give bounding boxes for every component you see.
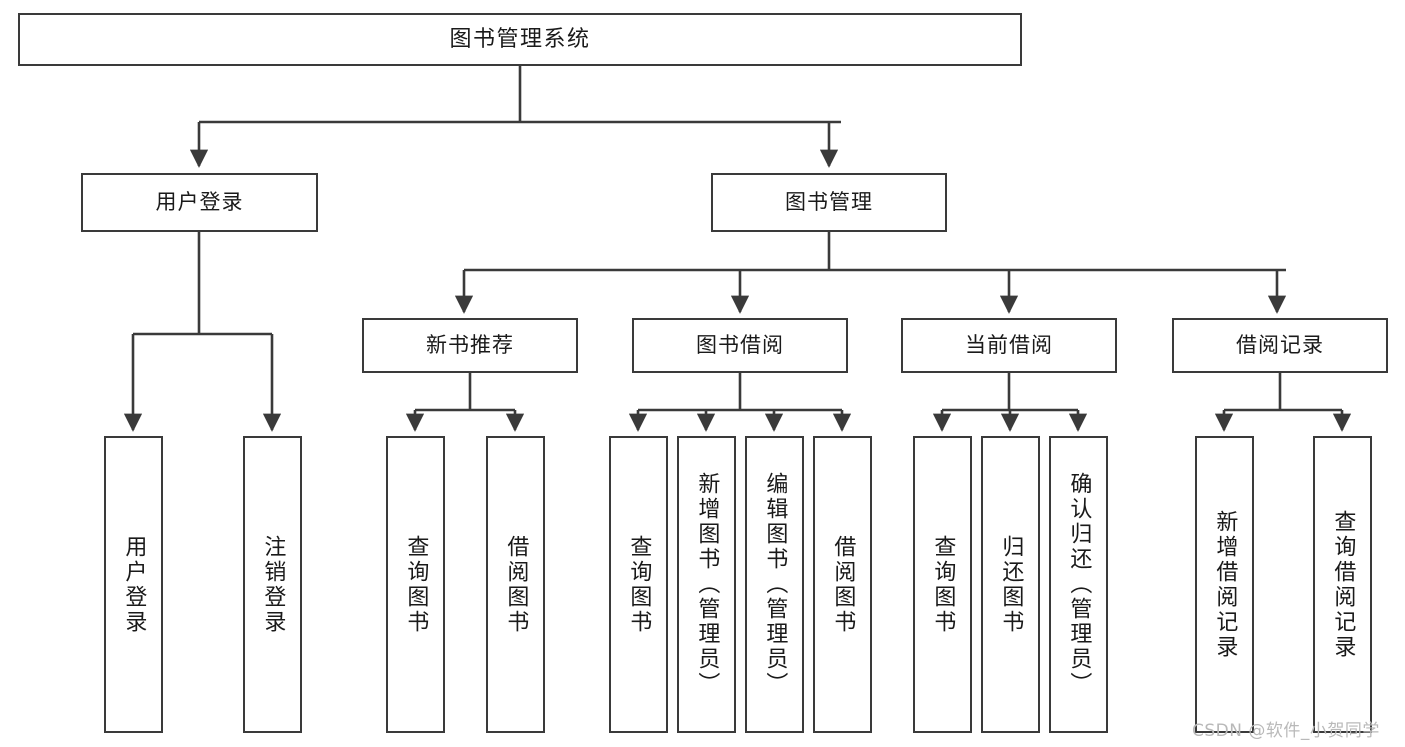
node-current-borrow[interactable]: 当前借阅 bbox=[901, 318, 1117, 373]
node-borrow-record-label: 借阅记录 bbox=[1236, 333, 1324, 358]
leaf-logout-login-label: 注销登录 bbox=[260, 534, 286, 635]
leaf-borrow-book[interactable]: 借阅图书 bbox=[813, 436, 872, 733]
leaf-borrow-book-recommend-label: 借阅图书 bbox=[503, 534, 529, 635]
leaf-user-login-label: 用户登录 bbox=[121, 534, 147, 635]
leaf-add-borrow-record[interactable]: 新增借阅记录 bbox=[1195, 436, 1254, 733]
leaf-query-book-recommend-label: 查询图书 bbox=[403, 534, 429, 635]
leaf-query-book-recommend[interactable]: 查询图书 bbox=[386, 436, 445, 733]
leaf-logout-login[interactable]: 注销登录 bbox=[243, 436, 302, 733]
node-book-borrow-label: 图书借阅 bbox=[696, 333, 784, 358]
leaf-edit-book-admin-label: 编辑图书（管理员） bbox=[762, 472, 788, 697]
node-book-borrow[interactable]: 图书借阅 bbox=[632, 318, 848, 373]
node-new-book-recommend-label: 新书推荐 bbox=[426, 333, 514, 358]
node-user-login-label: 用户登录 bbox=[155, 190, 244, 215]
leaf-borrow-book-label: 借阅图书 bbox=[830, 534, 856, 635]
leaf-confirm-return-admin-label: 确认归还（管理员） bbox=[1066, 472, 1092, 697]
leaf-return-book-label: 归还图书 bbox=[998, 534, 1024, 635]
node-book-manage[interactable]: 图书管理 bbox=[711, 173, 947, 232]
node-root[interactable]: 图书管理系统 bbox=[18, 13, 1022, 66]
leaf-query-borrow-record[interactable]: 查询借阅记录 bbox=[1313, 436, 1372, 733]
leaf-query-book-borrow-label: 查询图书 bbox=[626, 534, 652, 635]
csdn-watermark: CSDN @软件_小贺同学 bbox=[1192, 721, 1380, 741]
node-user-login[interactable]: 用户登录 bbox=[81, 173, 318, 232]
leaf-query-borrow-record-label: 查询借阅记录 bbox=[1330, 509, 1356, 660]
leaf-confirm-return-admin[interactable]: 确认归还（管理员） bbox=[1049, 436, 1108, 733]
leaf-user-login[interactable]: 用户登录 bbox=[104, 436, 163, 733]
node-book-manage-label: 图书管理 bbox=[785, 190, 873, 215]
node-root-label: 图书管理系统 bbox=[449, 26, 591, 52]
leaf-query-book-current-label: 查询图书 bbox=[930, 534, 956, 635]
leaf-add-book-admin-label: 新增图书（管理员） bbox=[694, 472, 720, 697]
leaf-add-borrow-record-label: 新增借阅记录 bbox=[1212, 509, 1238, 660]
node-borrow-record[interactable]: 借阅记录 bbox=[1172, 318, 1388, 373]
node-current-borrow-label: 当前借阅 bbox=[965, 333, 1053, 358]
leaf-query-book-borrow[interactable]: 查询图书 bbox=[609, 436, 668, 733]
leaf-return-book[interactable]: 归还图书 bbox=[981, 436, 1040, 733]
leaf-borrow-book-recommend[interactable]: 借阅图书 bbox=[486, 436, 545, 733]
leaf-add-book-admin[interactable]: 新增图书（管理员） bbox=[677, 436, 736, 733]
leaf-query-book-current[interactable]: 查询图书 bbox=[913, 436, 972, 733]
leaf-edit-book-admin[interactable]: 编辑图书（管理员） bbox=[745, 436, 804, 733]
node-new-book-recommend[interactable]: 新书推荐 bbox=[362, 318, 578, 373]
